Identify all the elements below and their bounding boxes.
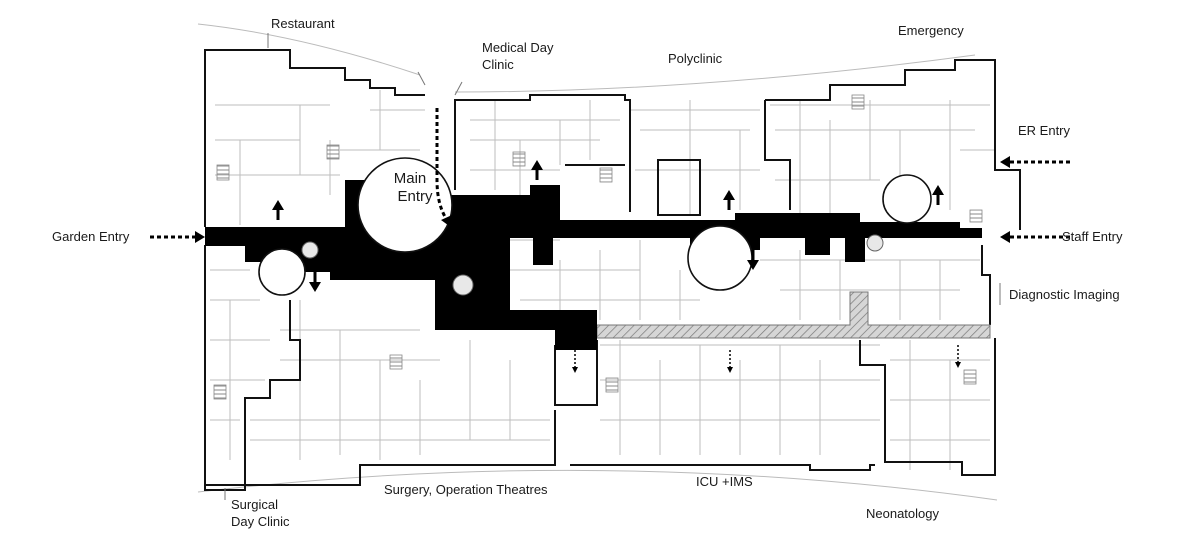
stair-blocks [213,94,983,400]
label-surgery-operation-theatres: Surgery, Operation Theatres [384,482,548,497]
label-neonatology: Neonatology [866,506,939,521]
entry-arrows [150,108,1070,239]
atrium-circles [258,157,932,296]
label-garden-entry: Garden Entry [52,229,130,244]
hatched-corridor [596,291,991,339]
small-down-arrowheads [572,362,961,373]
label-medical-day-clinic-line2: Clinic [482,57,514,72]
leader-lines [224,33,1001,500]
site-curves [197,23,998,501]
label-icu-ims: ICU +IMS [696,474,753,489]
label-er-entry: ER Entry [1018,123,1071,138]
main-corridor [205,180,982,350]
outer-walls [204,49,1021,491]
label-main-entry-line1: Main [393,170,427,187]
label-polyclinic: Polyclinic [668,51,723,66]
label-main-entry-line2: Entry [397,188,433,205]
entry-arrowheads [195,156,1010,243]
label-surgical-day-clinic-line1: Surgical [231,497,278,512]
label-emergency: Emergency [898,23,964,38]
label-medical-day-clinic-line1: Medical Day [482,40,554,55]
small-down-arrows [574,345,959,368]
label-surgical-day-clinic-line2: Day Clinic [231,514,290,529]
label-restaurant: Restaurant [271,16,335,31]
label-diagnostic-imaging: Diagnostic Imaging [1009,287,1120,302]
interior-partitions [210,90,995,470]
label-staff-entry: Staff Entry [1062,229,1123,244]
round-fixtures [301,234,884,296]
direction-arrows [272,160,944,292]
